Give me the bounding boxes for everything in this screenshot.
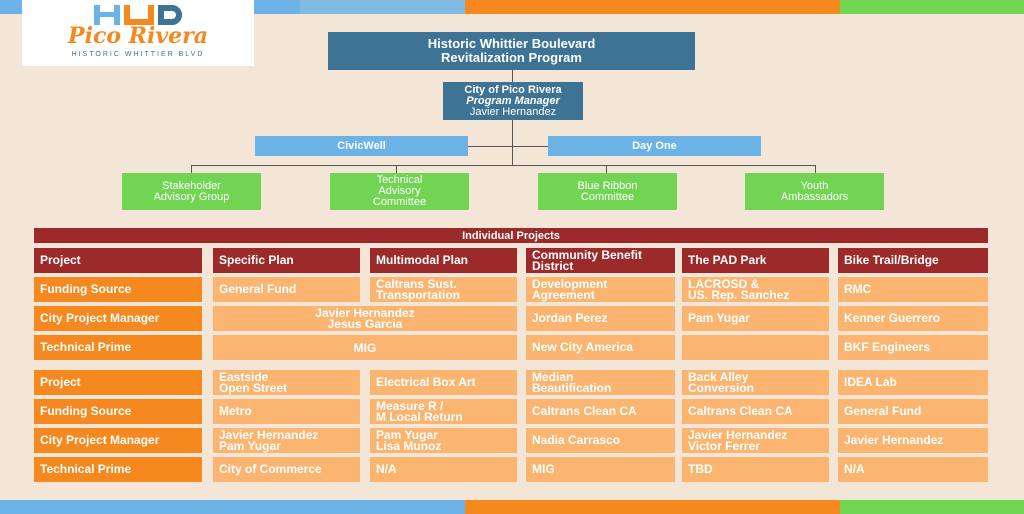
table-cell: Bike Trail/Bridge [838, 248, 988, 273]
table-cell: The PAD Park [682, 248, 829, 273]
table-cell: Electrical Box Art [370, 370, 517, 395]
table-cell: Back Alley Conversion [682, 370, 829, 395]
table-cell: MIG [526, 457, 675, 482]
connector-drop-1 [191, 165, 192, 173]
top-color-bar-2 [300, 0, 465, 14]
table-cell: Metro [213, 399, 360, 424]
connector-drop-4 [815, 165, 816, 173]
consultant-day-one: Day One [548, 136, 761, 156]
table-cell: Javier Hernandez Jesus Garcia [213, 306, 517, 331]
table-cell: N/A [838, 457, 988, 482]
table-cell: Specific Plan [213, 248, 360, 273]
table-cell: General Fund [838, 399, 988, 424]
table-cell: Community Benefit District [526, 248, 675, 273]
table-cell: Pam Yugar Lisa Munoz [370, 428, 517, 453]
table-cell: Pam Yugar [682, 306, 829, 331]
connector-drop-3 [606, 165, 607, 173]
table-cell: Jordan Perez [526, 306, 675, 331]
bottom-color-bar-3 [840, 500, 1024, 514]
group-stakeholder-advisory: Stakeholder Advisory Group [122, 173, 261, 210]
logo: Pico Rivera HISTORIC WHITTIER BLVD [22, 0, 254, 66]
table-cell [682, 335, 829, 360]
program-manager-box: City of Pico Rivera Program Manager Javi… [443, 82, 583, 120]
connector-consultants [468, 146, 548, 147]
table-cell: Caltrans Sust. Transportation [370, 277, 517, 302]
table-cell: BKF Engineers [838, 335, 988, 360]
table-cell: Multimodal Plan [370, 248, 517, 273]
table-cell: Caltrans Clean CA [526, 399, 675, 424]
table-cell: Kenner Guerrero [838, 306, 988, 331]
table-cell: City of Commerce [213, 457, 360, 482]
table-cell: New City America [526, 335, 675, 360]
row-label-funding: Funding Source [34, 399, 202, 424]
table-cell: General Fund [213, 277, 360, 302]
logo-subtitle: HISTORIC WHITTIER BLVD [71, 50, 205, 58]
group-technical-advisory: Technical Advisory Committee [330, 173, 469, 210]
row-label-funding: Funding Source [34, 277, 202, 302]
consultant-civicwell: CivicWell [255, 136, 468, 156]
manager-org: City of Pico Rivera [464, 84, 562, 96]
table-cell: Median Beautification [526, 370, 675, 395]
connector-drop-2 [396, 165, 397, 173]
bottom-color-bar-2 [465, 500, 840, 514]
logo-title: Pico Rivera [68, 23, 208, 49]
row-label-prime: Technical Prime [34, 457, 202, 482]
table-cell: N/A [370, 457, 517, 482]
table-cell: Javier Hernandez Victor Ferrer [682, 428, 829, 453]
row-label-manager: City Project Manager [34, 306, 202, 331]
table-cell: Javier Hernandez [838, 428, 988, 453]
group-blue-ribbon: Blue Ribbon Committee [538, 173, 677, 210]
table-cell: MIG [213, 335, 517, 360]
connector-horizontal [191, 165, 816, 166]
top-color-bar-3 [465, 0, 840, 14]
table-cell: Caltrans Clean CA [682, 399, 829, 424]
table-cell: Development Agreement [526, 277, 675, 302]
manager-name: Javier Hernandez [469, 106, 557, 118]
table-cell: LACROSD & US. Rep. Sanchez [682, 277, 829, 302]
connector-manager-down [512, 120, 513, 165]
table-cell: TBD [682, 457, 829, 482]
section-title: Individual Projects [34, 228, 988, 243]
connector-title-manager [512, 70, 513, 82]
table-cell: Javier Hernandez Pam Yugar [213, 428, 360, 453]
row-label-prime: Technical Prime [34, 335, 202, 360]
row-label-manager: City Project Manager [34, 428, 202, 453]
group-youth-ambassadors: Youth Ambassadors [745, 173, 884, 210]
table-cell: Nadia Carrasco [526, 428, 675, 453]
manager-role: Program Manager [466, 95, 560, 107]
table-cell: Measure R / M Local Return [370, 399, 517, 424]
table-cell: RMC [838, 277, 988, 302]
row-label-project: Project [34, 248, 202, 273]
program-title: Historic Whittier Boulevard Revitalizati… [328, 32, 695, 70]
table-cell: Eastside Open Street [213, 370, 360, 395]
row-label-project: Project [34, 370, 202, 395]
logo-mark [88, 5, 188, 27]
top-color-bar-4 [840, 0, 1024, 14]
table-cell: IDEA Lab [838, 370, 988, 395]
bottom-color-bar-1 [0, 500, 465, 514]
